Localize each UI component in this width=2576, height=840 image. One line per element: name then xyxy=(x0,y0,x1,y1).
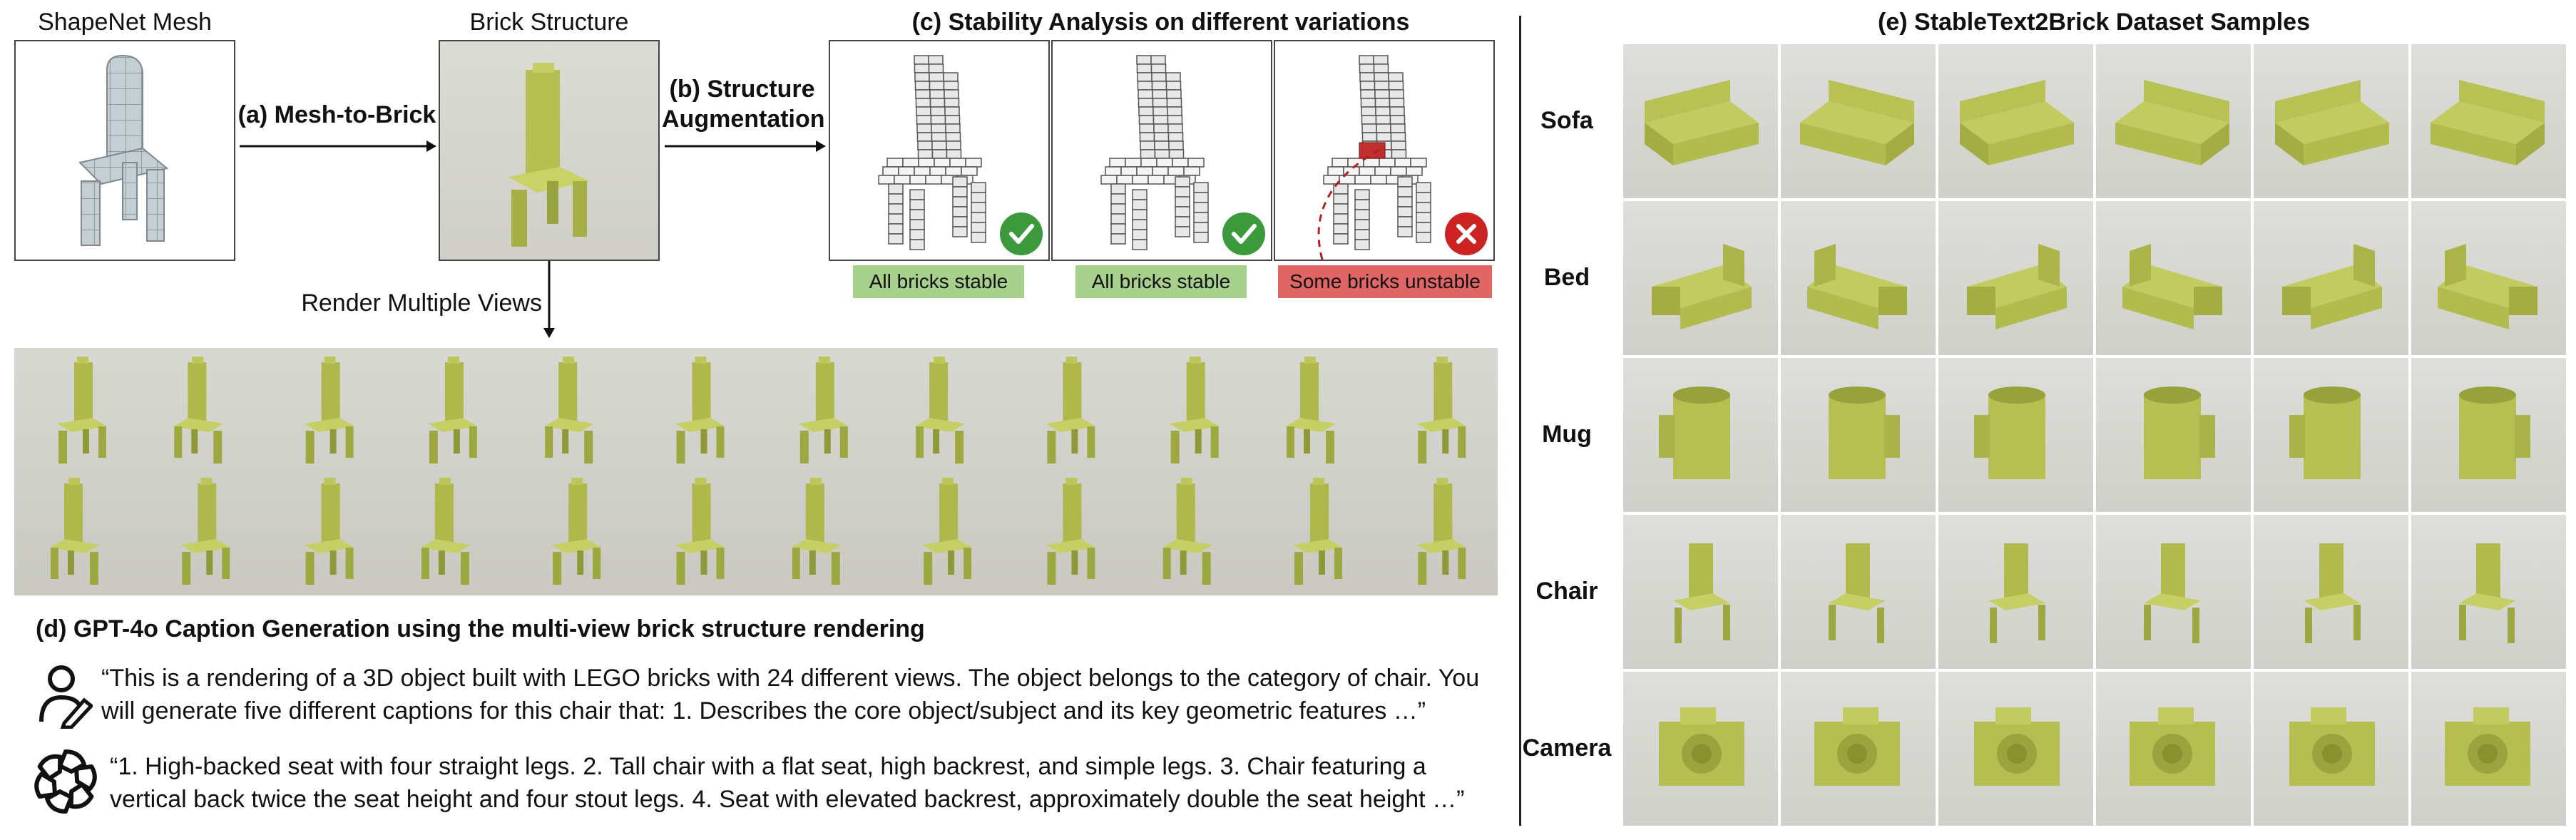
view-render xyxy=(57,357,107,463)
view-render xyxy=(427,357,478,463)
view-render xyxy=(551,478,602,585)
dataset-sample-bed xyxy=(2411,201,2566,355)
dataset-sample-sofa xyxy=(1938,44,2093,198)
step-b-line2: Augmentation xyxy=(662,106,825,133)
view-render xyxy=(922,478,973,585)
view-render xyxy=(915,357,966,463)
dataset-sample-sofa xyxy=(1781,44,1936,198)
brick-panel xyxy=(439,40,660,261)
dataset-sample-chair xyxy=(1623,515,1778,669)
view-render xyxy=(420,478,471,585)
view-render xyxy=(1169,357,1220,463)
view-render xyxy=(544,357,595,463)
dataset-sample-bed xyxy=(2254,201,2408,355)
view-render xyxy=(50,478,100,585)
mesh-title: ShapeNet Mesh xyxy=(38,9,212,36)
dataset-row-label-chair: Chair xyxy=(1535,578,1598,605)
dataset-sample-camera xyxy=(2254,672,2408,826)
arrow-b xyxy=(665,140,826,152)
dataset-sample-chair xyxy=(1781,515,1936,669)
dataset-sample-mug xyxy=(2411,358,2566,512)
view-render xyxy=(798,357,849,463)
brick-wireframe-1 xyxy=(878,55,1043,255)
dataset-sample-bed xyxy=(1938,201,2093,355)
dataset-sample-sofa xyxy=(1623,44,1778,198)
dataset-row-label-mug: Mug xyxy=(1542,421,1592,448)
view-render xyxy=(1286,357,1336,463)
brick-title: Brick Structure xyxy=(469,9,629,36)
view-render xyxy=(1046,478,1096,585)
render-label: Render Multiple Views xyxy=(301,290,542,317)
view-render xyxy=(304,478,354,585)
response-line-1: “1. High-backed seat with four straight … xyxy=(110,753,1426,780)
prompt-line-1: “This is a rendering of a 3D object buil… xyxy=(101,665,1480,692)
stability-panel-3 xyxy=(1274,40,1495,261)
dataset-row-label-sofa: Sofa xyxy=(1540,107,1593,134)
mesh-panel xyxy=(14,40,235,261)
section-divider xyxy=(1519,16,1521,826)
dataset-sample-chair xyxy=(2254,515,2408,669)
dataset-row-label-camera: Camera xyxy=(1522,734,1612,762)
dataset-sample-camera xyxy=(2411,672,2566,826)
brick-chair-image xyxy=(508,63,590,247)
dataset-sample-mug xyxy=(1623,358,1778,512)
dataset-sample-mug xyxy=(2254,358,2408,512)
dataset-sample-sofa xyxy=(2411,44,2566,198)
prompt-line-2: will generate five different captions fo… xyxy=(101,697,1426,724)
dataset-sample-mug xyxy=(1781,358,1936,512)
openai-icon xyxy=(29,744,103,819)
view-render xyxy=(1416,478,1467,585)
cross-icon xyxy=(1445,212,1488,255)
prompt-text: “This is a rendering of a 3D object buil… xyxy=(101,662,1499,727)
view-render xyxy=(1293,478,1343,585)
stability-status-3: Some bricks unstable xyxy=(1278,265,1492,298)
view-render xyxy=(1416,357,1467,463)
dataset-row-label-bed: Bed xyxy=(1543,264,1590,291)
view-render xyxy=(180,478,231,585)
view-render xyxy=(791,478,842,585)
dataset-title: (e) StableText2Brick Dataset Samples xyxy=(1878,9,2310,36)
dataset-sample-chair xyxy=(2096,515,2251,669)
caption-title: (d) GPT-4o Caption Generation using the … xyxy=(36,615,925,642)
dataset-sample-mug xyxy=(2096,358,2251,512)
step-b-line1: (b) Structure xyxy=(669,76,815,103)
dataset-sample-bed xyxy=(2096,201,2251,355)
dataset-sample-chair xyxy=(2411,515,2566,669)
view-render xyxy=(1046,357,1096,463)
arrow-render xyxy=(543,261,555,338)
dataset-sample-sofa xyxy=(2096,44,2251,198)
arrow-a xyxy=(240,140,436,152)
dataset-sample-bed xyxy=(1623,201,1778,355)
dataset-sample-camera xyxy=(1623,672,1778,826)
check-icon xyxy=(1222,212,1265,255)
dataset-sample-bed xyxy=(1781,201,1936,355)
step-a-label: (a) Mesh-to-Brick xyxy=(237,101,436,128)
view-render xyxy=(173,357,224,463)
view-render xyxy=(1162,478,1212,585)
dataset-sample-camera xyxy=(1938,672,2093,826)
dataset-sample-camera xyxy=(1781,672,1936,826)
view-render xyxy=(304,357,354,463)
stability-panel-2 xyxy=(1051,40,1272,261)
user-icon xyxy=(39,665,93,729)
stability-title: (c) Stability Analysis on different vari… xyxy=(911,9,1410,36)
view-render xyxy=(675,357,725,463)
dataset-sample-mug xyxy=(1938,358,2093,512)
dataset-sample-sofa xyxy=(2254,44,2408,198)
view-render xyxy=(675,478,725,585)
response-text: “1. High-backed seat with four straight … xyxy=(110,750,1501,816)
multi-view-renders xyxy=(50,357,1467,585)
brick-wireframe-3 xyxy=(1317,55,1488,260)
brick-wireframe-2 xyxy=(1100,55,1265,255)
stability-status-2: All bricks stable xyxy=(1075,265,1247,298)
mesh-chair-image xyxy=(78,54,169,246)
step-b-label: (b) Structure Augmentation xyxy=(662,74,825,134)
response-line-2: vertical back twice the seat height and … xyxy=(110,786,1465,813)
dataset-sample-camera xyxy=(2096,672,2251,826)
dataset-sample-chair xyxy=(1938,515,2093,669)
stability-panel-1 xyxy=(829,40,1050,261)
check-icon xyxy=(1000,212,1043,255)
multi-view-strip xyxy=(14,348,1498,595)
stability-status-1: All bricks stable xyxy=(853,265,1024,298)
